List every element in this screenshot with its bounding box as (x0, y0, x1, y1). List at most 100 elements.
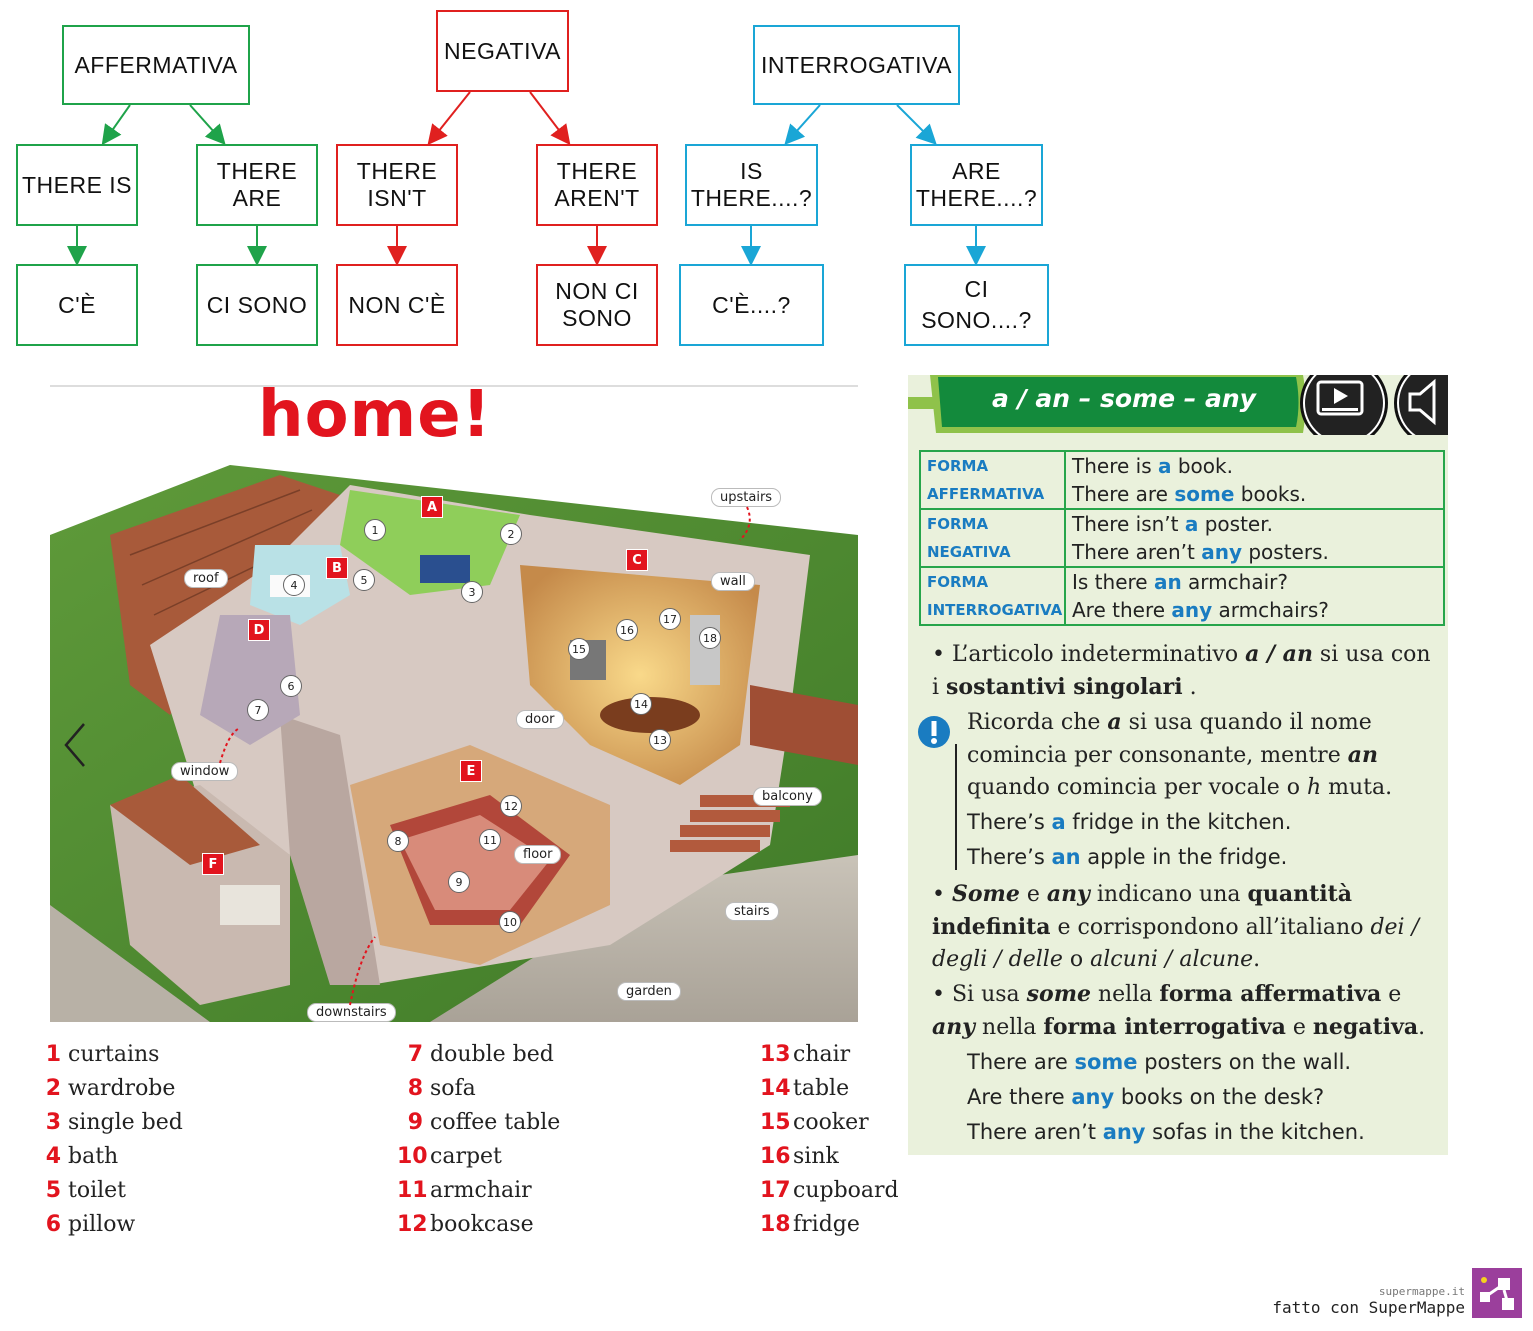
item-marker: 10 (499, 911, 521, 933)
chevron-left-icon[interactable] (60, 720, 90, 770)
node-label-line2: THERE....? (690, 185, 813, 211)
item-marker: 4 (283, 574, 305, 596)
item-marker: 2 (500, 523, 522, 545)
vocab-number: 2 (45, 1076, 61, 1101)
vocab-item: 15 cooker (760, 1110, 869, 1135)
item-marker: 16 (616, 619, 638, 641)
vocab-word: sofa (430, 1076, 476, 1101)
room-marker: B (326, 557, 348, 579)
node-label: AFFERMATIVA (74, 51, 238, 78)
item-marker: 12 (500, 795, 522, 817)
label-garden: garden (617, 982, 681, 1001)
room-marker: A (421, 496, 443, 518)
item-marker: 7 (247, 699, 269, 721)
note-rule (955, 744, 957, 870)
label-roof: roof (184, 569, 228, 588)
item-marker: 3 (461, 581, 483, 603)
node-label: C'È (58, 291, 96, 318)
node-label-line1: THERE (556, 158, 638, 184)
node-label-line1: CI (964, 276, 989, 302)
label-upstairs: upstairs (711, 488, 782, 507)
vocab-number: 16 (760, 1144, 791, 1169)
footer-credit: fatto con SuperMappe (1272, 1298, 1465, 1317)
row-examples: There is a book. There are some books. (1064, 450, 1445, 510)
node-label-line2: AREN'T (554, 185, 640, 211)
vocab-word: fridge (793, 1212, 860, 1237)
vocab-item: 6 pillow (45, 1212, 136, 1237)
item-marker: 13 (649, 729, 671, 751)
grammar-example-1: There’s a fridge in the kitchen. (967, 810, 1292, 834)
vocab-number: 13 (760, 1042, 791, 1067)
grammar-bullet-3: • Si usa some nella forma affermativa e … (932, 981, 1426, 1040)
node-label: NON C'È (348, 291, 446, 318)
vocab-item: 8 sofa (397, 1076, 476, 1101)
grammar-bullet-1: • L’articolo indeterminativo a / an si u… (932, 641, 1431, 700)
node-label-line2: SONO (562, 305, 632, 331)
house-drawing (50, 385, 858, 1022)
node-negativa: NEGATIVA (436, 10, 569, 92)
item-marker: 8 (387, 830, 409, 852)
node-label-line1: THERE (356, 158, 438, 184)
vocab-item: 14 table (760, 1076, 849, 1101)
grammar-example-4: Are there any books on the desk? (967, 1085, 1325, 1109)
vocab-item: 11 armchair (397, 1178, 532, 1203)
bullet-dot: • (932, 642, 945, 667)
item-marker: 14 (630, 693, 652, 715)
vocab-number: 7 (407, 1042, 423, 1067)
vocab-number: 5 (45, 1178, 61, 1203)
label-floor: floor (514, 845, 562, 864)
node-ce: C'È (16, 264, 138, 346)
item-marker: 18 (699, 627, 721, 649)
room-marker: D (248, 619, 270, 641)
row-examples: There isn’t a poster. There aren’t any p… (1064, 508, 1445, 568)
label-door: door (516, 710, 564, 729)
grammar-note: Ricorda che a si usa quando il nome comi… (967, 709, 1393, 800)
vocab-number: 17 (760, 1178, 791, 1203)
grammar-header-bar (908, 375, 1448, 435)
vocab-number: 12 (397, 1212, 428, 1237)
supermappe-logo-icon[interactable] (1472, 1268, 1522, 1318)
label-stairs: stairs (725, 902, 779, 921)
row-examples: Is there an armchair? Are there any armc… (1064, 566, 1445, 626)
vocab-word: curtains (68, 1042, 160, 1067)
vocab-item: 7 double bed (397, 1042, 554, 1067)
label-balcony: balcony (753, 787, 822, 806)
vocab-number: 3 (45, 1110, 61, 1135)
vocab-number: 1 (45, 1042, 61, 1067)
concept-map-arrows (67, 91, 986, 266)
vocab-word: pillow (68, 1212, 136, 1237)
vocab-item: 2 wardrobe (45, 1076, 176, 1101)
vocab-number: 11 (397, 1178, 428, 1203)
room-marker: C (626, 549, 648, 571)
node-label: THERE IS (21, 171, 133, 198)
node-label-line1: ARE (952, 158, 1001, 184)
node-interrogativa: INTERROGATIVA (753, 25, 960, 105)
node-label: CI SONO (206, 291, 308, 318)
audio-speaker-icon[interactable] (1404, 378, 1448, 426)
label-pointer-arrows (219, 506, 751, 1006)
vocab-word: carpet (430, 1144, 502, 1169)
vocab-number: 15 (760, 1110, 791, 1135)
vocab-word: bath (68, 1144, 119, 1169)
vocab-word: toilet (68, 1178, 127, 1203)
footer-site[interactable]: supermappe.it (1378, 1285, 1465, 1298)
node-non-ce: NON C'È (336, 264, 458, 346)
vocab-word: single bed (68, 1110, 183, 1135)
vocab-word: double bed (430, 1042, 554, 1067)
video-play-icon[interactable] (1316, 378, 1364, 418)
vocab-number: 14 (760, 1076, 791, 1101)
vocab-word: table (793, 1076, 850, 1101)
item-marker: 5 (353, 569, 375, 591)
vocab-item: 12 bookcase (397, 1212, 534, 1237)
node-label-line2: SONO....? (921, 307, 1032, 333)
grammar-example-2: There’s an apple in the fridge. (967, 845, 1288, 869)
